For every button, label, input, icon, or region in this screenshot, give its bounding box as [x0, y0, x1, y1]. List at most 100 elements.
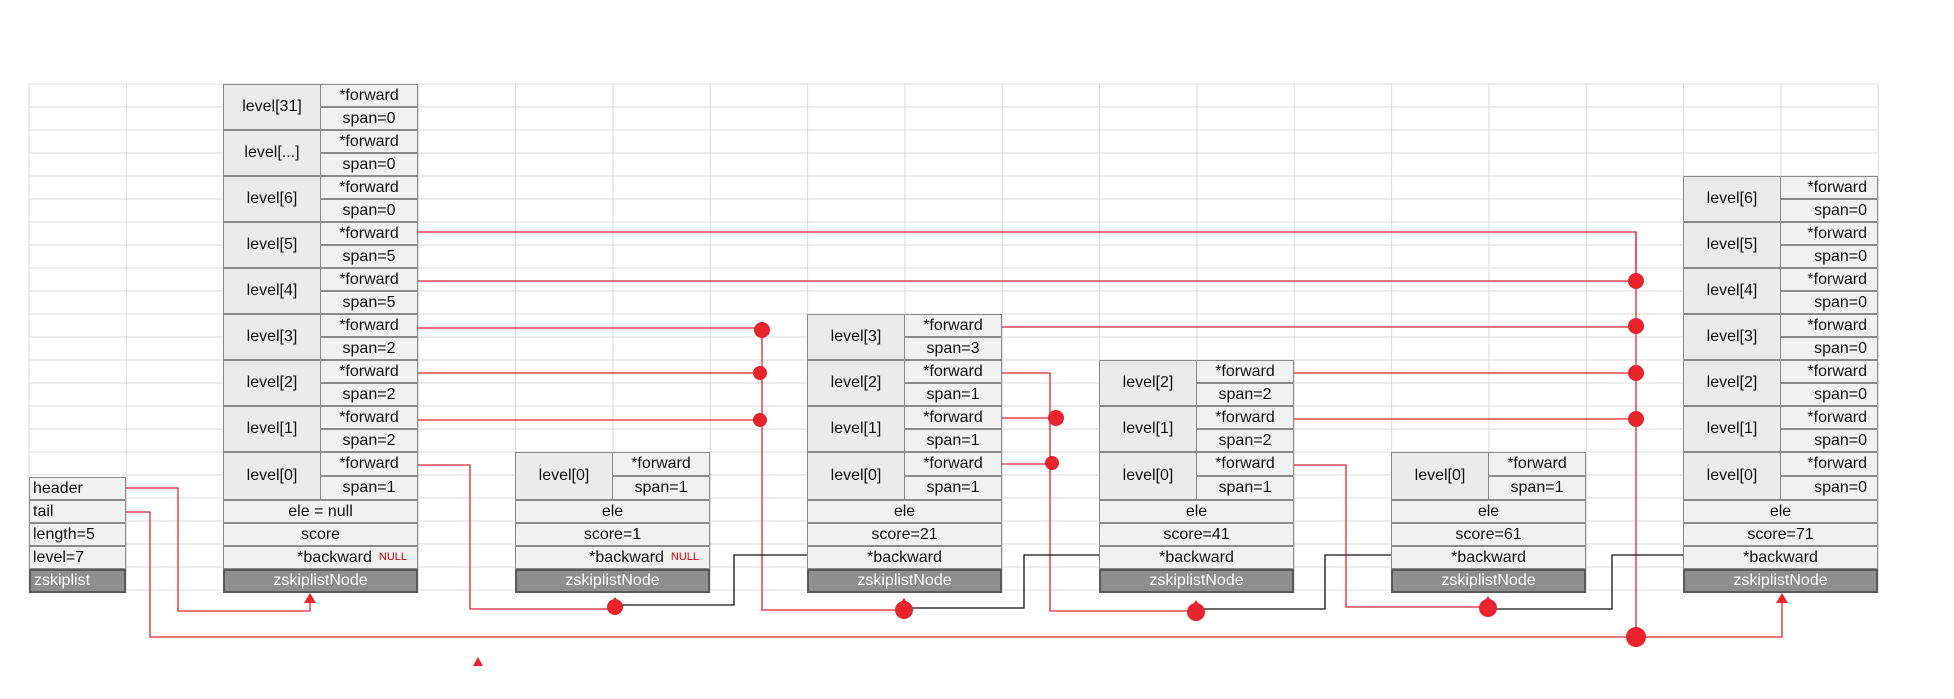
junction-dot [1628, 365, 1644, 381]
null-tag: NULL [378, 551, 407, 563]
backward-link-n71 [1488, 554, 1683, 610]
node-backward-field: *backward NULL [515, 546, 710, 569]
backward-link-n41 [904, 554, 1099, 609]
junction-dot [753, 413, 767, 427]
header-span-value: span=1 [320, 476, 418, 500]
node-level-label: level[2] [1099, 360, 1197, 406]
node-forward-pointer: *forward [1780, 176, 1878, 199]
header-forward-pointer: *forward [320, 130, 418, 153]
header-span-value: span=2 [320, 383, 418, 406]
header-ele-field: ele = null [223, 500, 418, 523]
node-level-label: level[1] [1099, 406, 1197, 452]
header-level-label: level[0] [223, 452, 321, 500]
header-level-label: level[2] [223, 360, 321, 406]
node-span-value: span=1 [904, 476, 1002, 500]
node-score-field: score=1 [515, 523, 710, 546]
junction-dot [1628, 273, 1644, 289]
junction-dot [1628, 411, 1644, 427]
header-forward-pointer: *forward [320, 222, 418, 245]
node-forward-pointer: *forward [1488, 452, 1586, 476]
node-level-label: level[4] [1683, 268, 1781, 314]
node-span-value: span=3 [904, 337, 1002, 360]
node-backward-field: *backward [1391, 546, 1586, 569]
node-span-value: span=0 [1780, 245, 1878, 268]
forward-link-n21-level2 [1002, 372, 1196, 612]
node-level-label: level[1] [1683, 406, 1781, 452]
node-level-label: level[1] [807, 406, 905, 452]
zskiplist-header-field: header [29, 477, 126, 500]
node-forward-pointer: *forward [904, 360, 1002, 383]
header-forward-pointer: *forward [320, 176, 418, 199]
node-level-label: level[0] [1099, 452, 1197, 500]
arrowhead [473, 657, 483, 666]
header-forward-pointer: *forward [320, 84, 418, 107]
header-forward-pointer: *forward [320, 406, 418, 429]
node-level-label: level[5] [1683, 222, 1781, 268]
backward-link-n61 [1196, 554, 1391, 610]
node-forward-pointer: *forward [1780, 360, 1878, 383]
arrowhead [304, 593, 316, 603]
header-level-label: level[5] [223, 222, 321, 268]
node-forward-pointer: *forward [612, 452, 710, 476]
node-level-label: level[3] [807, 314, 905, 360]
backward-link-n21 [615, 554, 807, 606]
list-tail-pointer [126, 511, 1783, 638]
header-level-label: level[1] [223, 406, 321, 452]
null-tag: NULL [670, 551, 699, 563]
backward-label: *backward [589, 548, 664, 566]
node-type-label: zskiplistNode [1099, 569, 1294, 593]
node-ele-field: ele [515, 500, 710, 523]
node-forward-pointer: *forward [1196, 406, 1294, 429]
header-level-label: level[6] [223, 176, 321, 222]
header-span-value: span=2 [320, 429, 418, 452]
node-span-value: span=1 [904, 383, 1002, 406]
header-forward-pointer: *forward [320, 268, 418, 291]
node-type-label: zskiplistNode [807, 569, 1002, 593]
node-span-value: span=1 [1488, 476, 1586, 500]
node-level-label: level[0] [515, 452, 613, 500]
node-score-field: score=71 [1683, 523, 1878, 546]
node-level-label: level[0] [807, 452, 905, 500]
header-backward-field: *backward NULL [223, 546, 418, 569]
forward-link-level0 [418, 464, 612, 610]
arrowhead [1190, 600, 1202, 609]
node-score-field: score=21 [807, 523, 1002, 546]
node-forward-pointer: *forward [904, 314, 1002, 337]
backward-label: *backward [297, 548, 372, 566]
node-forward-pointer: *forward [1780, 314, 1878, 337]
node-type-label: zskiplistNode [1683, 569, 1878, 593]
junction-dot [754, 322, 770, 338]
junction-dot [1626, 627, 1646, 647]
arrowhead [1776, 593, 1788, 603]
junction-dot [1045, 456, 1059, 470]
node-forward-pointer: *forward [904, 452, 1002, 476]
node-span-value: span=2 [1196, 429, 1294, 452]
header-span-value: span=0 [320, 107, 418, 130]
node-level-label: level[0] [1391, 452, 1489, 500]
node-span-value: span=1 [1196, 476, 1294, 500]
node-level-label: level[2] [1683, 360, 1781, 406]
header-span-value: span=5 [320, 291, 418, 314]
header-span-value: span=0 [320, 153, 418, 176]
node-type-label: zskiplistNode [515, 569, 710, 593]
node-forward-pointer: *forward [904, 406, 1002, 429]
node-level-label: level[0] [1683, 452, 1781, 500]
forward-link-level5 [418, 231, 1637, 281]
node-span-value: span=0 [1780, 337, 1878, 360]
node-span-value: span=0 [1780, 429, 1878, 452]
arrowhead [609, 597, 621, 606]
node-ele-field: ele [1099, 500, 1294, 523]
node-forward-pointer: *forward [1780, 452, 1878, 476]
node-forward-pointer: *forward [1780, 406, 1878, 429]
node-span-value: span=0 [1780, 383, 1878, 406]
junction-dot [1048, 410, 1064, 426]
list-header-pointer [126, 487, 311, 612]
node-level-label: level[6] [1683, 176, 1781, 222]
node-forward-pointer: *forward [1780, 222, 1878, 245]
header-span-value: span=0 [320, 199, 418, 222]
node-span-value: span=0 [1780, 291, 1878, 314]
junction-dot [753, 366, 767, 380]
header-score-field: score [223, 523, 418, 546]
header-span-value: span=5 [320, 245, 418, 268]
